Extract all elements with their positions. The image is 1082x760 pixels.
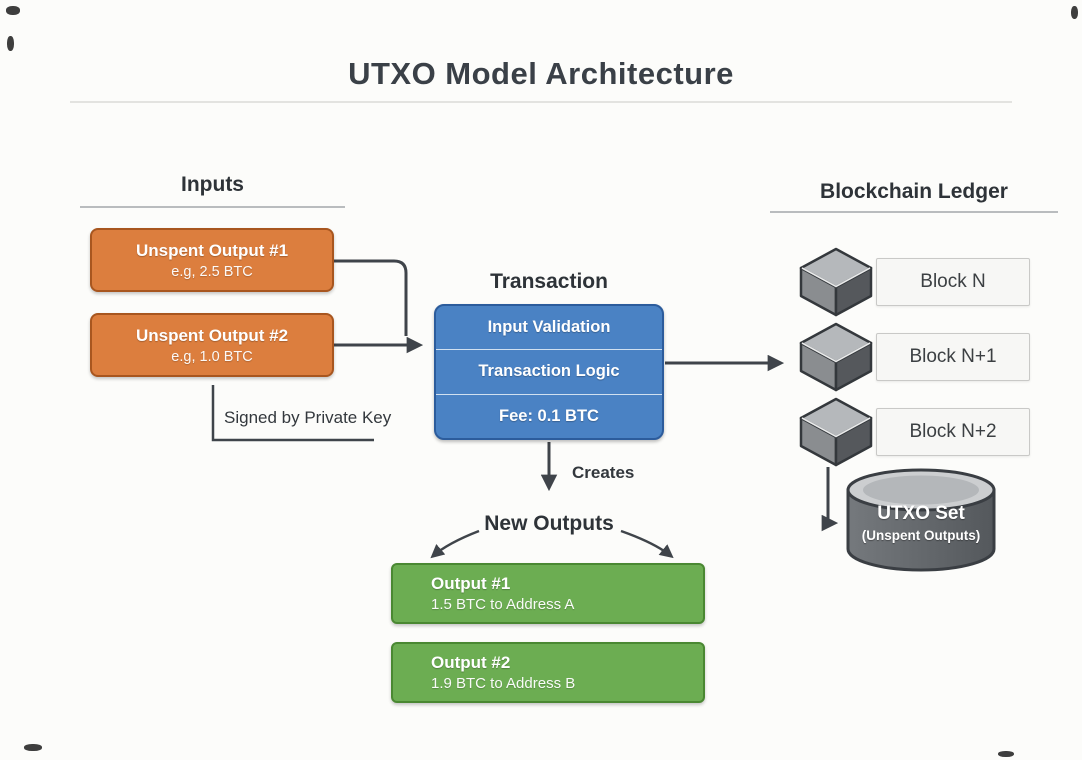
ledger-heading: Blockchain Ledger <box>820 180 1008 203</box>
ledger-heading-underline <box>770 211 1058 213</box>
title-divider <box>70 101 1012 103</box>
utxo-set-cylinder <box>845 468 997 574</box>
page-title: UTXO Model Architecture <box>348 56 734 91</box>
block-row <box>798 246 874 318</box>
database-cylinder-icon <box>846 468 996 572</box>
output-1-card: Output #1 1.5 BTC to Address A <box>391 563 705 624</box>
new-outputs-heading: New Outputs <box>484 512 614 535</box>
unspent-output-2-amount: e.g, 1.0 BTC <box>171 348 253 365</box>
inputs-heading: Inputs <box>181 173 244 196</box>
block-cube-icon <box>799 397 873 467</box>
inputs-heading-underline <box>80 206 345 208</box>
unspent-output-2-card: Unspent Output #2 e.g, 1.0 BTC <box>90 313 334 377</box>
merge-connector <box>334 259 408 336</box>
transaction-row-fee: Fee: 0.1 BTC <box>436 393 662 438</box>
unspent-output-1-amount: e.g, 2.5 BTC <box>171 263 253 280</box>
fanout-right-arrow <box>620 529 674 559</box>
output-2-detail: 1.9 BTC to Address B <box>431 675 576 692</box>
block-n1-label: Block N+1 <box>876 333 1030 381</box>
signed-by-private-key-note: Signed by Private Key <box>224 408 392 427</box>
unspent-output-2-title: Unspent Output #2 <box>135 325 289 345</box>
block-to-utxoset-arrow <box>821 467 839 532</box>
scan-artifact <box>1071 6 1078 19</box>
block-n2-label: Block N+2 <box>876 408 1030 456</box>
block-cube-icon <box>799 247 873 317</box>
unspent-output-1-title: Unspent Output #1 <box>135 240 289 260</box>
utxo-set-title: UTXO Set <box>877 503 965 524</box>
transaction-row-logic: Transaction Logic <box>436 349 662 393</box>
block-cube-icon <box>799 322 873 392</box>
output-1-title: Output #1 <box>431 574 511 593</box>
output-2-card: Output #2 1.9 BTC to Address B <box>391 642 705 703</box>
output-1-detail: 1.5 BTC to Address A <box>431 596 575 613</box>
block-row <box>798 321 874 393</box>
scan-artifact <box>7 36 14 51</box>
transaction-heading: Transaction <box>490 270 608 293</box>
scan-artifact <box>998 751 1014 757</box>
scan-artifact <box>24 744 42 751</box>
transaction-row-input-validation: Input Validation <box>487 318 611 337</box>
unspent-output-1-card: Unspent Output #1 e.g, 2.5 BTC <box>90 228 334 292</box>
block-row <box>798 396 874 468</box>
utxo-set-subtitle: (Unspent Outputs) <box>861 528 981 543</box>
transaction-card: Input Validation Transaction Logic Fee: … <box>434 304 664 440</box>
block-n-label: Block N <box>876 258 1030 306</box>
scan-artifact <box>6 6 20 15</box>
creates-label: Creates <box>572 463 635 482</box>
output-2-title: Output #2 <box>431 653 511 672</box>
utxo-set-labels: UTXO Set (Unspent Outputs) <box>845 503 997 543</box>
fanout-left-arrow <box>430 529 480 559</box>
signed-bracket <box>211 385 374 442</box>
